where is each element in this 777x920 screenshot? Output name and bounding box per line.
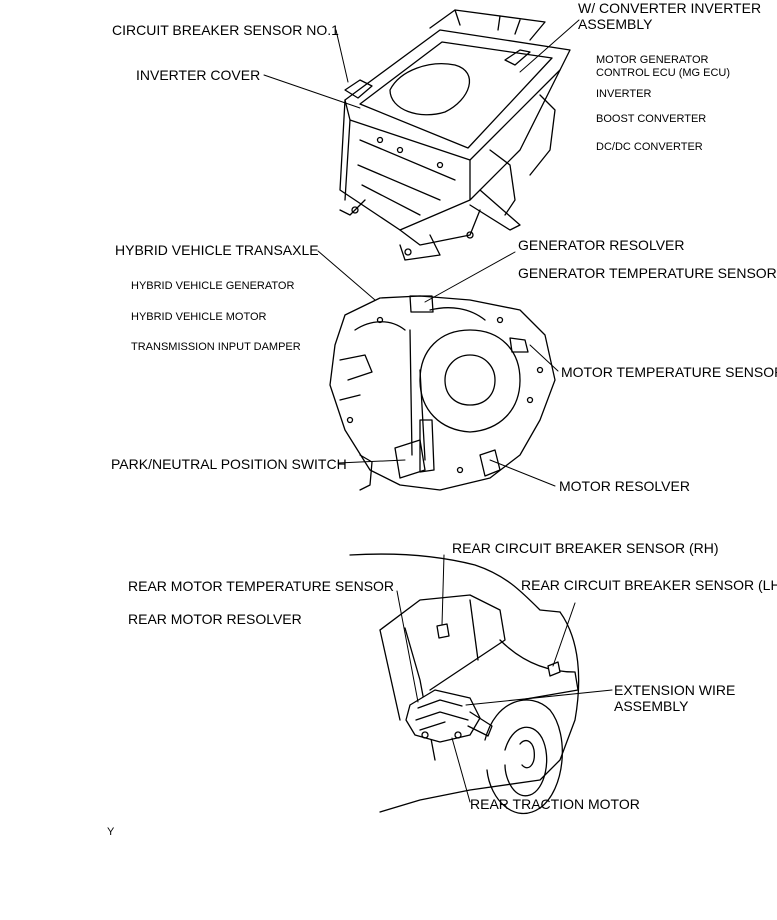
motor-resolver-label: MOTOR RESOLVER (559, 478, 690, 494)
generator-temperature-sensor-label: GENERATOR TEMPERATURE SENSOR (518, 265, 777, 281)
transmission-input-damper-label: TRANSMISSION INPUT DAMPER (131, 341, 301, 353)
rear-traction-motor-label: REAR TRACTION MOTOR (470, 796, 640, 812)
generator-resolver-label: GENERATOR RESOLVER (518, 237, 685, 253)
rear-motor-temperature-sensor-label: REAR MOTOR TEMPERATURE SENSOR (128, 578, 395, 594)
hybrid-vehicle-transaxle-label: HYBRID VEHICLE TRANSAXLE (115, 242, 319, 258)
vehicle-rear-drawing (349, 553, 580, 815)
hv-motor-label: HYBRID VEHICLE MOTOR (131, 311, 267, 323)
inverter-cover-label: INVERTER COVER (136, 67, 261, 83)
inverter-assembly-drawing (339, 9, 571, 261)
rear-motor-resolver-label: REAR MOTOR RESOLVER (128, 611, 302, 627)
transaxle-drawing (329, 295, 556, 491)
motor-temperature-sensor-label: MOTOR TEMPERATURE SENSOR (561, 364, 777, 380)
park-neutral-position-switch-label: PARK/NEUTRAL POSITION SWITCH (111, 456, 347, 472)
rear-circuit-breaker-sensor-lh-label: REAR CIRCUIT BREAKER SENSOR (LH) (521, 577, 777, 593)
inverter-label: INVERTER (596, 88, 652, 100)
boost-converter-label: BOOST CONVERTER (596, 113, 707, 125)
extension-wire-assembly-label: EXTENSION WIRE ASSEMBLY (614, 682, 736, 714)
converter-inverter-assembly-label: W/ CONVERTER INVERTER ASSEMBLY (578, 0, 762, 32)
rear-circuit-breaker-sensor-rh-label: REAR CIRCUIT BREAKER SENSOR (RH) (452, 540, 719, 556)
mg-ecu-label: MOTOR GENERATOR CONTROL ECU (MG ECU) (596, 54, 731, 79)
figure-mark: Y (107, 826, 115, 838)
hv-generator-label: HYBRID VEHICLE GENERATOR (131, 280, 295, 292)
leader-lines (263, 19, 613, 803)
circuit-breaker-sensor-no1-label: CIRCUIT BREAKER SENSOR NO.1 (112, 22, 339, 38)
dcdc-converter-label: DC/DC CONVERTER (596, 141, 703, 153)
